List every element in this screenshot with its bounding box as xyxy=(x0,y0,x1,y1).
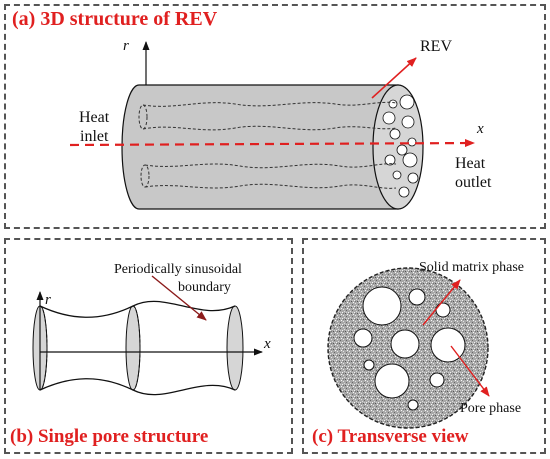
panel-c-frame xyxy=(302,238,546,454)
panel-b-frame xyxy=(4,238,293,454)
face-pore xyxy=(401,115,415,129)
pore-bottom-wall-lower xyxy=(144,183,397,189)
rev-label: REV xyxy=(420,38,452,55)
transverse-pore xyxy=(362,286,402,326)
pore-phase-label: Pore phase xyxy=(460,401,521,416)
boundary-arrow xyxy=(151,275,207,321)
panel-a-x-label: x xyxy=(476,121,484,137)
face-pore xyxy=(407,137,417,147)
heat-outlet-label-1: Heat xyxy=(455,155,486,172)
panel-b-title: (b) Single pore structure xyxy=(10,426,209,447)
panel-b-diagram: r x Periodically sinusoidal boundary xyxy=(32,262,271,396)
transverse-pore xyxy=(374,363,410,399)
panel-a-diagram: r x xyxy=(69,38,492,210)
face-pore xyxy=(398,186,410,198)
rev-face-pores xyxy=(382,94,419,198)
pore-wall-lower xyxy=(39,378,236,396)
panel-c-diagram: Solid matrix phase Pore phase xyxy=(327,260,524,429)
solid-matrix-arrow xyxy=(422,279,461,326)
face-pore xyxy=(396,144,408,156)
face-pore xyxy=(382,111,396,125)
transverse-pore xyxy=(353,328,373,348)
pore-section-middle-dash xyxy=(132,305,141,391)
transverse-pore xyxy=(363,359,375,371)
face-pore xyxy=(388,99,398,109)
rev-internal-pores xyxy=(138,101,397,189)
heat-inlet-label-1: Heat xyxy=(79,109,110,126)
heat-inlet-label-2: inlet xyxy=(80,128,109,145)
transverse-pore xyxy=(407,399,419,411)
face-pore xyxy=(399,94,415,110)
boundary-label-2: boundary xyxy=(178,280,231,295)
panel-a-r-label: r xyxy=(123,38,129,54)
panel-a-title: (a) 3D structure of REV xyxy=(12,8,218,30)
heat-outlet-label-2: outlet xyxy=(455,174,492,191)
transverse-pores xyxy=(353,286,466,411)
face-pore xyxy=(392,170,402,180)
face-pore xyxy=(389,128,401,140)
pore-wall-upper xyxy=(39,300,236,318)
pore-section-left-dash xyxy=(39,305,48,391)
panel-b-r-label: r xyxy=(45,292,51,308)
panel-c-title: (c) Transverse view xyxy=(312,426,469,447)
face-pore xyxy=(407,172,419,184)
panel-a-x-axis xyxy=(69,139,475,148)
transverse-pore xyxy=(435,302,451,318)
face-pore xyxy=(402,152,418,168)
panel-b-x-label: x xyxy=(263,336,271,352)
pore-section-right xyxy=(226,305,244,391)
panel-a-frame xyxy=(4,4,546,229)
rev-cylinder-body xyxy=(121,84,399,210)
pore-inlet-top xyxy=(138,104,148,130)
face-pore xyxy=(384,154,396,166)
pore-phase-arrow xyxy=(450,345,490,397)
transverse-pore xyxy=(408,288,426,306)
solid-matrix-label: Solid matrix phase xyxy=(419,260,524,275)
pore-bottom-wall-upper xyxy=(144,163,397,169)
transverse-pore xyxy=(429,372,445,388)
boundary-label-1: Periodically sinusoidal xyxy=(114,262,242,277)
rev-arrow xyxy=(371,57,417,99)
transverse-pore xyxy=(390,329,420,359)
